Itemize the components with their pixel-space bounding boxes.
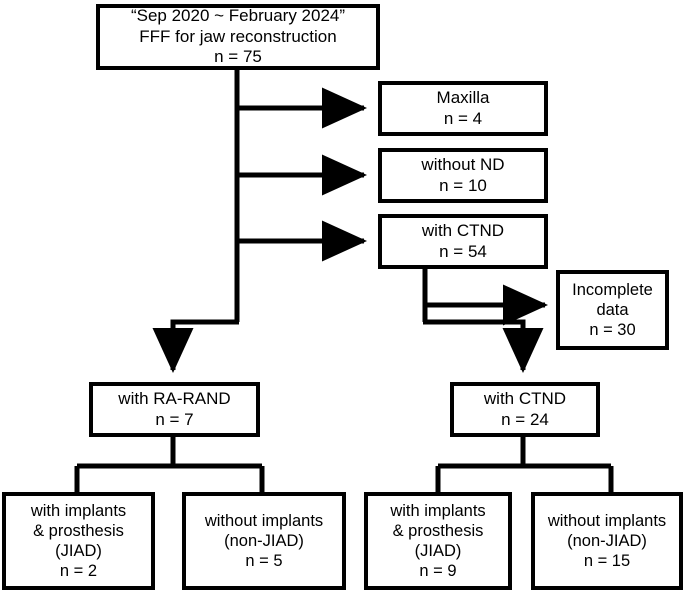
node-with-ctnd-24[interactable]: with CTND n = 24 (450, 382, 600, 437)
node-without-nd-line-1: without ND (421, 154, 505, 174)
node-incomplete-data-line-3: n = 30 (589, 321, 636, 340)
node-with-ctnd-54-line-1: with CTND (421, 220, 505, 240)
node-maxilla[interactable]: Maxilla n = 4 (378, 81, 548, 136)
node-with-ra-rand-line-1: with RA-RAND (118, 388, 231, 408)
node-left-jiad-line-2: & prosthesis (33, 521, 124, 540)
node-left-non-jiad-line-2: (non-JIAD) (224, 531, 304, 550)
node-with-ctnd-54-line-2: n = 54 (439, 241, 487, 261)
node-with-ra-rand-line-2: n = 7 (155, 409, 194, 429)
node-with-ctnd-24-line-1: with CTND (483, 388, 567, 408)
node-incomplete-data-line-1: Incomplete (572, 280, 653, 299)
node-left-jiad-line-4: n = 2 (59, 562, 98, 581)
node-maxilla-line-1: Maxilla (436, 87, 490, 107)
node-left-non-jiad-line-1: without implants (204, 511, 324, 530)
node-right-non-jiad[interactable]: without implants (non-JIAD) n = 15 (531, 492, 683, 590)
node-cohort-line-1: “Sep 2020 ~ February 2024” (130, 5, 346, 25)
node-incomplete-data[interactable]: Incomplete data n = 30 (556, 270, 669, 350)
node-right-non-jiad-line-1: without implants (547, 511, 667, 530)
node-right-jiad-line-4: n = 9 (419, 562, 457, 581)
connector-ra-rand-split (74, 436, 265, 492)
node-with-ctnd-24-line-2: n = 24 (501, 409, 549, 429)
node-left-jiad-line-1: with implants (30, 501, 127, 520)
node-left-jiad-line-3: (JIAD) (55, 542, 102, 560)
node-right-jiad-line-1: with implants (390, 501, 486, 520)
connector-ctnd24-split (435, 436, 614, 492)
node-right-jiad-line-2: & prosthesis (392, 521, 484, 540)
node-without-nd-line-2: n = 10 (439, 175, 487, 195)
node-cohort[interactable]: “Sep 2020 ~ February 2024” FFF for jaw r… (96, 4, 380, 70)
node-maxilla-line-2: n = 4 (443, 108, 483, 128)
node-right-non-jiad-line-3: n = 15 (583, 552, 631, 571)
connector-cohort-to-with-ra-rand (152, 319, 239, 374)
node-cohort-line-3: n = 75 (214, 47, 262, 67)
node-right-jiad[interactable]: with implants & prosthesis (JIAD) n = 9 (364, 492, 512, 590)
node-with-ra-rand[interactable]: with RA-RAND n = 7 (89, 382, 260, 437)
node-with-ctnd-54[interactable]: with CTND n = 54 (378, 214, 548, 269)
node-right-jiad-line-3: (JIAD) (414, 542, 462, 560)
node-left-jiad[interactable]: with implants & prosthesis (JIAD) n = 2 (2, 492, 155, 590)
node-without-nd[interactable]: without ND n = 10 (378, 148, 548, 203)
node-right-non-jiad-line-2: (non-JIAD) (567, 531, 647, 550)
node-left-non-jiad[interactable]: without implants (non-JIAD) n = 5 (182, 492, 346, 590)
node-left-non-jiad-line-3: n = 5 (245, 552, 283, 571)
node-incomplete-data-line-2: data (596, 300, 629, 319)
node-cohort-line-2: FFF for jaw reconstruction (139, 26, 337, 46)
connector-ctnd54-to-with-ctnd-24 (423, 319, 544, 374)
